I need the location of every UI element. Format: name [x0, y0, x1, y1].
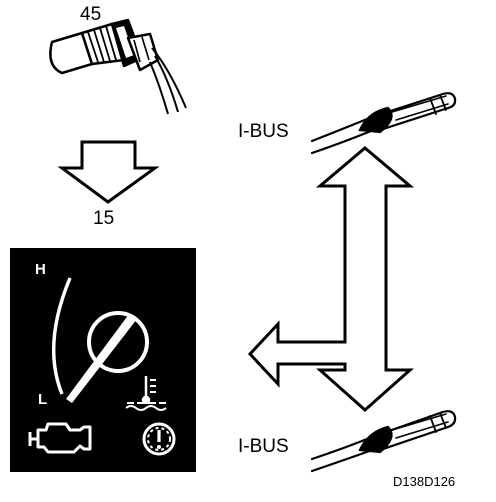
ibus-double-arrow — [247, 146, 415, 413]
ibus-top-label: I-BUS — [238, 121, 289, 142]
figure-code: D138D126 — [393, 474, 456, 489]
gear-warning-icon — [142, 422, 176, 456]
ibus-top-cable — [310, 92, 457, 155]
ibus-bottom-cable — [310, 410, 457, 473]
sensor-label: 45 — [80, 4, 102, 25]
down-arrow-icon — [57, 140, 160, 204]
gauge-low-label: L — [38, 391, 47, 408]
coolant-temperature-icon — [125, 376, 167, 411]
ibus-bottom-label: I-BUS — [238, 436, 289, 457]
gauge-high-label: H — [35, 261, 46, 278]
check-engine-icon — [28, 422, 92, 454]
panel-label: 15 — [93, 208, 115, 229]
temperature-sensor — [49, 18, 187, 115]
instrument-panel — [10, 248, 196, 472]
